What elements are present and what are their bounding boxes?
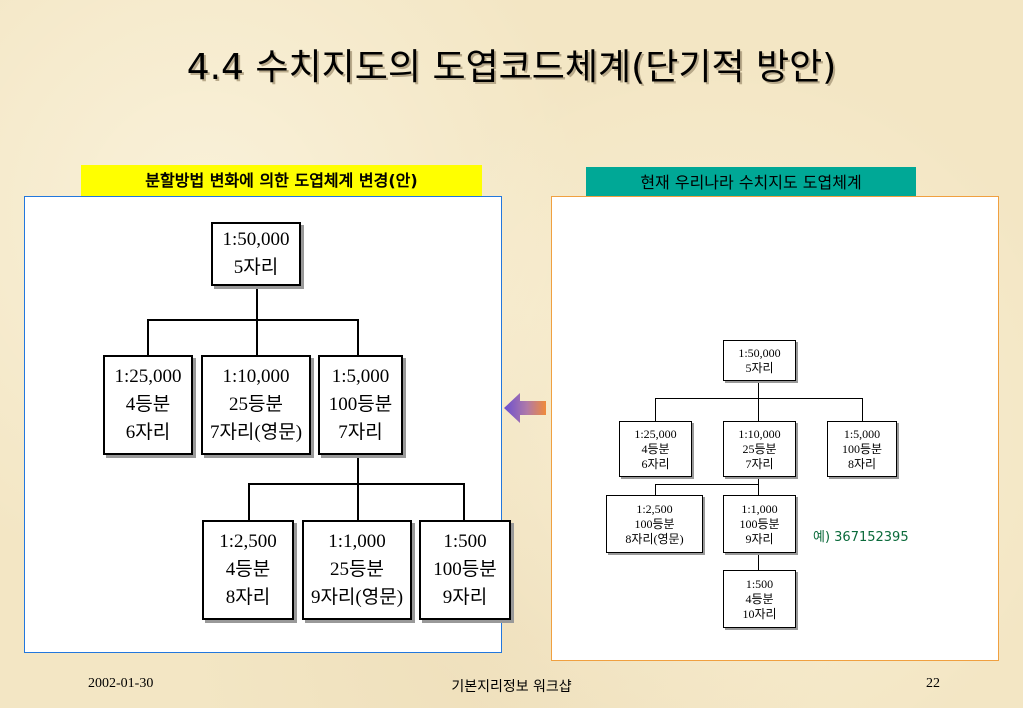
right-node-root: 1:50,000 5자리 (723, 340, 796, 381)
proposal-label: 분할방법 변화에 의한 도엽체계 변경(안) (81, 165, 482, 197)
node-digits: 5자리 (745, 360, 774, 375)
node-scale: 1:50,000 (738, 345, 781, 360)
node-digits: 5자리 (233, 257, 279, 278)
node-digits: 7자리(영문) (209, 422, 303, 443)
example-code: 예) 367152395 (813, 530, 909, 545)
node-scale: 1:10,000 (738, 426, 781, 441)
node-scale: 1:50,000 (222, 229, 290, 250)
left-node-10000: 1:10,000 25등분 7자리(영문) (201, 355, 311, 455)
connector (463, 483, 465, 521)
node-digits: 8자리 (847, 456, 877, 471)
node-division: 100등분 (328, 394, 393, 415)
node-digits: 6자리 (125, 422, 171, 443)
connector (248, 483, 464, 485)
node-scale: 1:1,000 (328, 531, 386, 552)
connector (256, 319, 258, 356)
node-digits: 8자리(영문) (625, 531, 684, 546)
right-node-2500: 1:2,500 100등분 8자리(영문) (606, 495, 703, 553)
node-digits: 9자리 (442, 587, 488, 608)
node-division: 25등분 (229, 394, 283, 415)
node-division: 25등분 (742, 441, 777, 456)
node-digits: 7자리 (338, 422, 383, 443)
right-node-1000: 1:1,000 100등분 9자리 (723, 495, 796, 553)
connector (357, 455, 359, 484)
connector (655, 398, 656, 421)
node-division: 100등분 (841, 441, 883, 456)
connector (357, 319, 359, 356)
footer-date: 2002-01-30 (88, 676, 154, 691)
right-node-25000: 1:25,000 4등분 6자리 (619, 421, 692, 477)
connector (147, 319, 358, 321)
node-digits: 9자리 (745, 531, 774, 546)
connector (758, 381, 759, 399)
arrow-left-icon (504, 393, 546, 423)
connector (147, 319, 149, 356)
right-node-5000: 1:5,000 100등분 8자리 (827, 421, 897, 477)
connector (655, 484, 759, 485)
connector (862, 398, 863, 421)
connector (248, 483, 250, 521)
node-scale: 1:10,000 (222, 366, 290, 387)
left-node-root: 1:50,000 5자리 (211, 222, 301, 286)
node-scale: 1:25,000 (114, 366, 182, 387)
connector (655, 484, 656, 495)
node-scale: 1:25,000 (634, 426, 677, 441)
node-division: 4등분 (225, 559, 271, 580)
slide-title: 4.4 수치지도의 도엽코드체계(단기적 방안) (186, 47, 837, 88)
connector (655, 398, 863, 399)
connector (758, 477, 759, 495)
node-division: 25등분 (330, 559, 384, 580)
node-division: 4등분 (125, 394, 171, 415)
right-node-10000: 1:10,000 25등분 7자리 (723, 421, 796, 477)
left-node-2500: 1:2,500 4등분 8자리 (202, 520, 294, 620)
node-scale: 1:500 (745, 576, 774, 591)
node-digits: 6자리 (641, 456, 670, 471)
connector (256, 286, 258, 320)
connector (357, 483, 359, 521)
page-number: 22 (926, 676, 940, 691)
node-scale: 1:500 (443, 531, 487, 552)
node-digits: 10자리 (742, 606, 777, 621)
right-node-500: 1:500 4등분 10자리 (723, 570, 796, 628)
current-system-label: 현재 우리나라 수치지도 도엽체계 (586, 167, 916, 199)
connector (758, 553, 759, 570)
node-scale: 1:1,000 (741, 501, 778, 516)
footer-title: 기본지리정보 워크샵 (451, 679, 572, 695)
node-division: 4등분 (641, 441, 670, 456)
node-division: 4등분 (745, 591, 774, 606)
left-node-5000: 1:5,000 100등분 7자리 (318, 355, 403, 455)
left-node-25000: 1:25,000 4등분 6자리 (103, 355, 193, 455)
node-division: 100등분 (739, 516, 780, 531)
left-node-1000: 1:1,000 25등분 9자리(영문) (302, 520, 412, 620)
node-scale: 1:5,000 (843, 426, 881, 441)
left-node-500: 1:500 100등분 9자리 (419, 520, 511, 620)
connector (758, 398, 759, 421)
node-digits: 8자리 (225, 587, 271, 608)
node-scale: 1:2,500 (219, 531, 277, 552)
node-scale: 1:2,500 (636, 501, 673, 516)
node-division: 100등분 (433, 559, 497, 580)
node-scale: 1:5,000 (331, 366, 390, 387)
node-division: 100등분 (634, 516, 675, 531)
node-digits: 7자리 (745, 456, 774, 471)
node-digits: 9자리(영문) (310, 587, 404, 608)
